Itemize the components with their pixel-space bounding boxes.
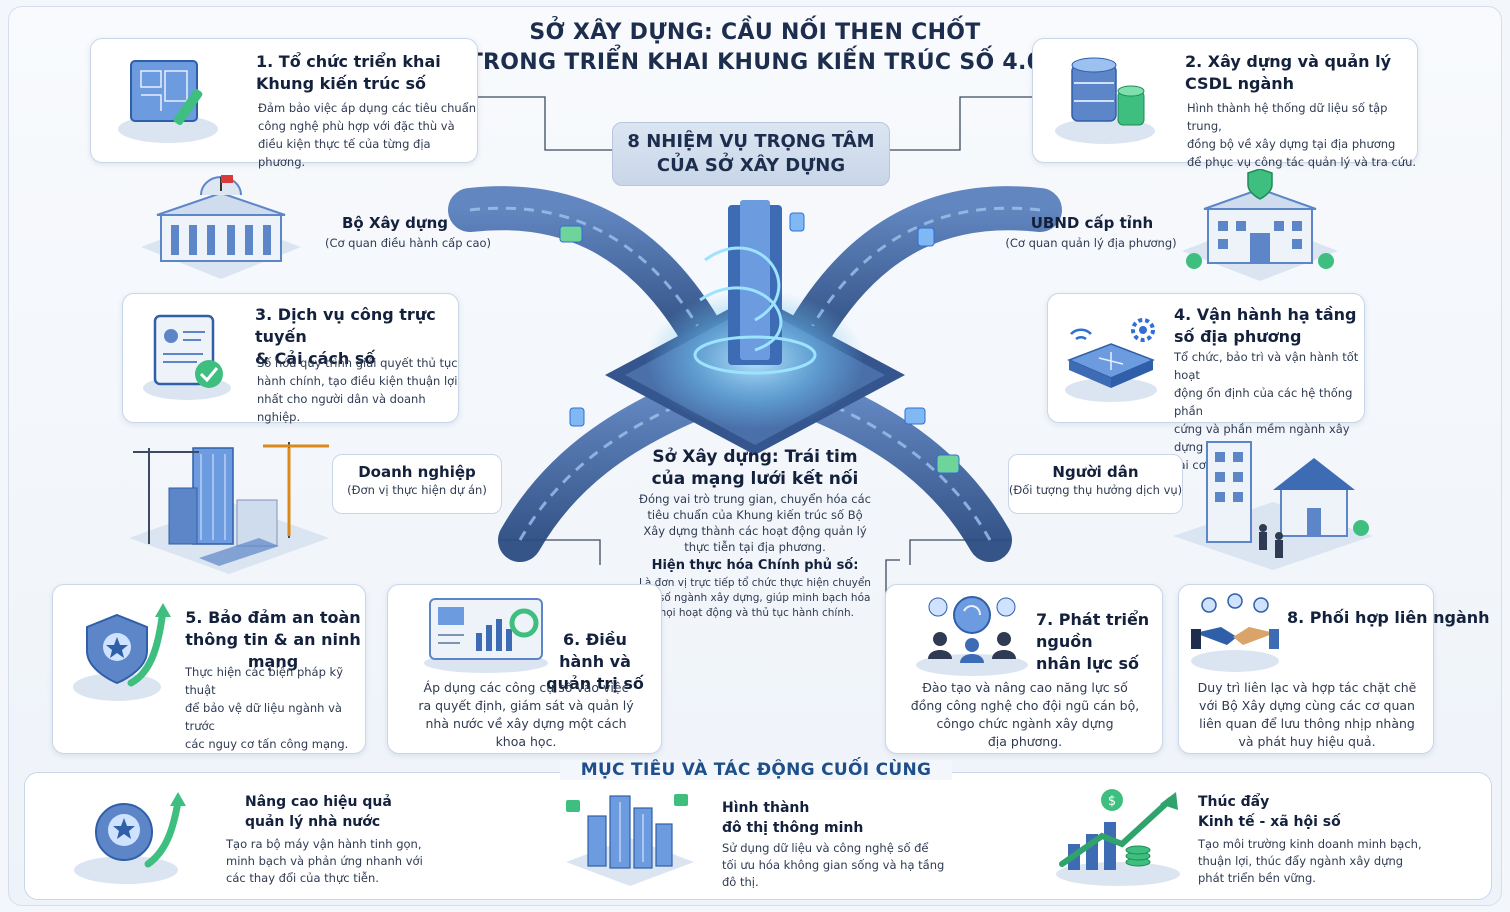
goal-2-title: Hình thành: [722, 800, 810, 816]
task-3-subtitle: & Cải cách số: [255, 349, 376, 368]
task-1-subtitle: Khung kiến trúc số: [256, 74, 427, 93]
hub-title: Sở Xây dựng: Trái tim của mạng lưới kết …: [651, 447, 859, 489]
goals-heading: MỤC TIÊU VÀ TÁC ĐỘNG CUỐI CÙNG: [560, 760, 952, 780]
goals-panel: [24, 772, 1492, 900]
task-8-title: 8. Phối hợp liên ngành: [1287, 608, 1490, 627]
actor-citizen-name: Người dân: [1052, 463, 1139, 481]
task-6-subtitle: quản trị số: [546, 674, 644, 693]
task-1-title: 1. Tổ chức triển khai: [256, 52, 441, 71]
task-2-subtitle: CSDL ngành: [1185, 74, 1295, 93]
handshake-icon: [1185, 591, 1285, 677]
dashboard-icon: [418, 591, 558, 677]
goal-3-title: Thúc đẩy: [1198, 794, 1270, 810]
people-training-icon: [908, 591, 1038, 681]
actor-ministry-role: (Cơ quan điều hành cấp cao): [324, 236, 492, 250]
task-card-5: 5. Bảo đảm an toàn thông tin & an ninh m…: [52, 584, 366, 754]
goal-2-subtitle: đô thị thông minh: [722, 820, 864, 836]
task-card-8: 8. Phối hợp liên ngành Duy trì liên lạc …: [1178, 584, 1490, 754]
security-shield-icon: [65, 599, 175, 709]
database-icon: [1045, 49, 1165, 149]
task-card-7: 7. Phát triển nguồn nhân lực số Đào tạo …: [885, 584, 1163, 754]
task-4-subtitle: số địa phương: [1174, 327, 1302, 346]
actor-enterprise-box: [332, 454, 502, 514]
task-card-6: 6. Điều hành và quản trị số Áp dụng các …: [387, 584, 662, 754]
task-4-title: 4. Vận hành hạ tầng: [1174, 305, 1357, 324]
goal-3-description: Tạo môi trường kinh doanh minh bạch,thuậ…: [1198, 837, 1422, 885]
residents-house-icon: [1168, 425, 1378, 575]
hub-sub-description: Là đơn vị trực tiếp tổ chức thực hiện ch…: [639, 577, 871, 619]
actor-enterprise-name: Doanh nghiệp: [358, 463, 476, 481]
task-card-2: 2. Xây dựng và quản lý CSDL ngành Hình t…: [1032, 38, 1418, 169]
growth-chart-icon: $: [1050, 782, 1190, 894]
task-2-title: 2. Xây dựng và quản lý: [1185, 52, 1391, 71]
actor-citizen-role: (Đối tượng thụ hưởng dịch vụ): [1008, 483, 1183, 497]
actor-citizen-box: [1008, 454, 1183, 514]
task-6-title: 6. Điều hành và: [559, 630, 631, 671]
hub-subtitle: Hiện thực hóa Chính phủ số:: [651, 558, 859, 573]
tablet-check-icon: [131, 306, 243, 406]
goal-1-title: Nâng cao hiệu quả: [245, 794, 392, 810]
task-card-3: 3. Dịch vụ công trực tuyến & Cải cách số…: [122, 293, 459, 424]
task-7-title: 7. Phát triển nguồn: [1036, 610, 1150, 651]
task-5-subtitle: thông tin & an ninh mạng: [185, 630, 361, 671]
ministry-building-icon: [128, 168, 313, 290]
smart-city-icon: [560, 780, 700, 892]
actor-province-name: UBND cấp tỉnh: [1030, 214, 1154, 232]
task-3-title: 3. Dịch vụ công trực tuyến: [255, 305, 436, 346]
task-2-description: Hình thành hệ thống dữ liệu số tập trung…: [1187, 101, 1417, 169]
blueprint-icon: [109, 49, 227, 149]
task-card-4: 4. Vận hành hạ tầng số địa phương Tổ chứ…: [1047, 293, 1365, 472]
main-title: SỞ XÂY DỰNG: CẦU NỐI THEN CHỐT TRONG TRI…: [467, 20, 1043, 75]
task-card-1: 1. Tổ chức triển khai Khung kiến trúc số…: [90, 38, 478, 169]
actor-province-role: (Cơ quan quản lý địa phương): [1005, 236, 1177, 250]
network-device-icon: [1054, 312, 1166, 408]
tasks-heading-pill: 8 NHIỆM VỤ TRỌNG TÂM CỦA SỞ XÂY DỰNG: [612, 122, 890, 186]
task-5-title: 5. Bảo đảm an toàn: [185, 608, 361, 627]
emblem-growth-icon: [66, 786, 196, 890]
task-7-subtitle: nhân lực số: [1036, 654, 1139, 673]
svg-text:$: $: [1108, 794, 1116, 809]
goal-3-subtitle: Kinh tế - xã hội số: [1198, 814, 1341, 830]
actor-enterprise-role: (Đơn vị thực hiện dự án): [347, 483, 487, 497]
construction-site-icon: [126, 425, 336, 580]
goal-1-subtitle: quản lý nhà nước: [245, 814, 381, 830]
actor-ministry-name: Bộ Xây dựng: [341, 214, 449, 232]
provincial-building-icon: [1175, 168, 1345, 290]
goal-1-description: Tạo ra bộ máy vận hành tinh gọn,minh bạc…: [226, 837, 423, 885]
